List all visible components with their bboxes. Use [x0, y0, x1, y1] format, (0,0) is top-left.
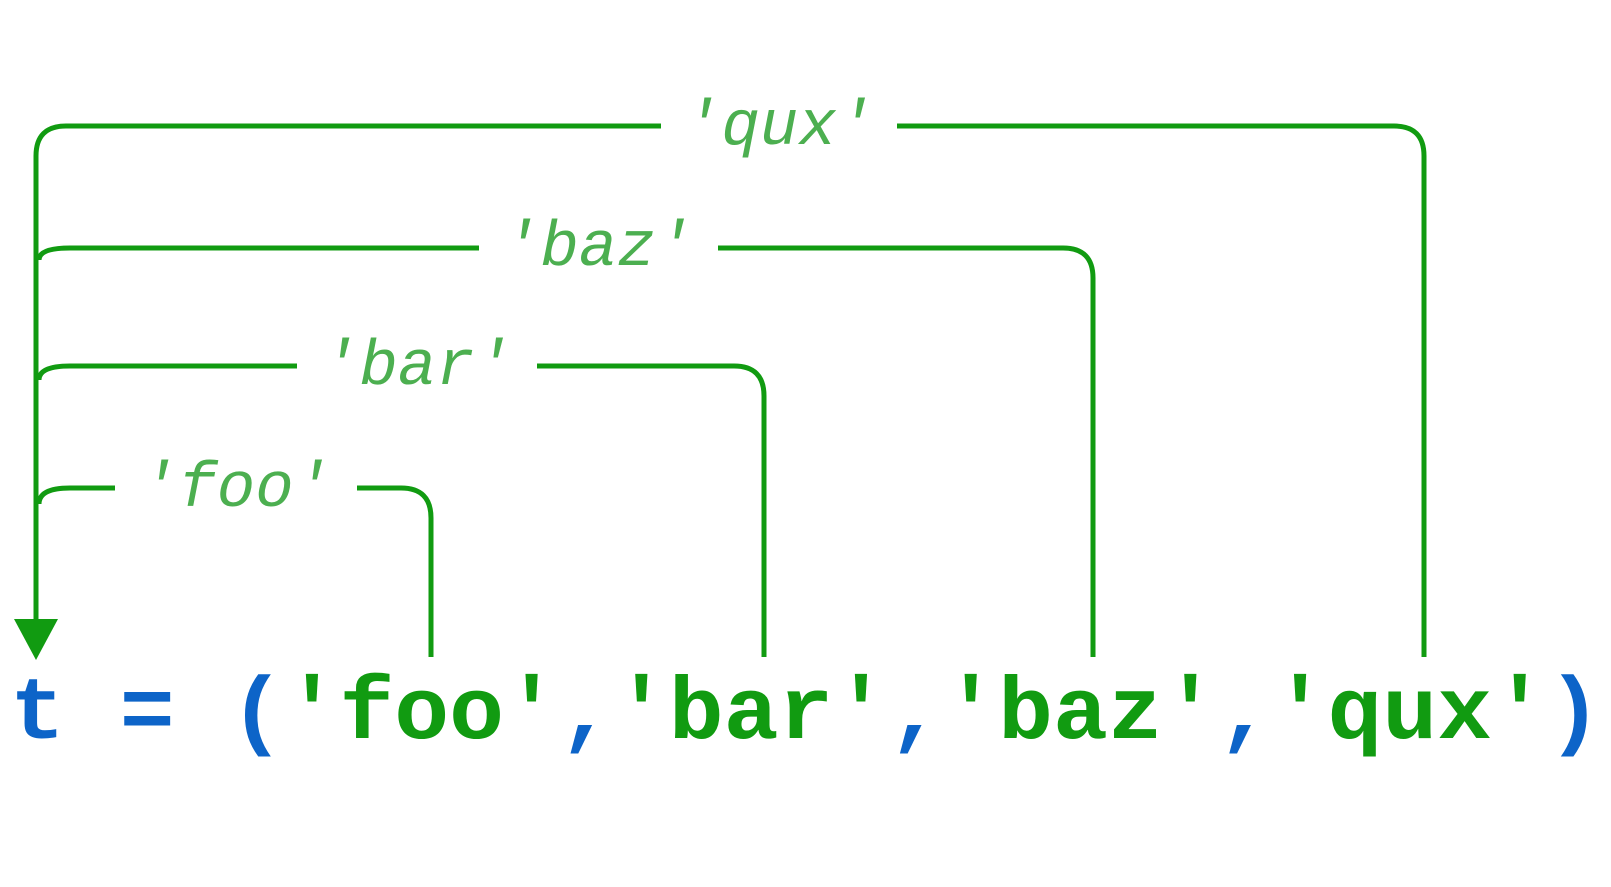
code-var: t — [10, 666, 65, 765]
bar-bracket-left — [36, 363, 297, 381]
code-line: t = ('foo','bar','baz','qux') — [10, 666, 1602, 765]
qux-bracket-right — [897, 123, 1427, 657]
label-baz: 'baz' — [502, 213, 694, 285]
code-comma: , — [888, 666, 943, 765]
connector-lines — [33, 123, 1427, 657]
arrow-head-icon — [14, 619, 58, 660]
label-bar: 'bar' — [321, 332, 513, 404]
code-item-bar: 'bar' — [614, 666, 888, 765]
foo-bracket-left — [36, 485, 115, 505]
label-qux: 'qux' — [683, 92, 875, 164]
foo-bracket-right — [357, 485, 434, 657]
code-item-baz: 'baz' — [943, 666, 1217, 765]
label-foo: 'foo' — [140, 454, 332, 526]
code-comma: , — [1218, 666, 1273, 765]
code-equals: = — [120, 666, 175, 765]
code-item-foo: 'foo' — [284, 666, 558, 765]
qux-bracket-left — [33, 123, 661, 630]
baz-bracket-left — [36, 245, 479, 261]
bar-bracket-right — [537, 363, 767, 657]
code-open-paren: ( — [230, 666, 285, 765]
code-close-paren: ) — [1547, 666, 1602, 765]
code-item-qux: 'qux' — [1273, 666, 1547, 765]
baz-bracket-right — [718, 245, 1096, 657]
code-comma: , — [559, 666, 614, 765]
